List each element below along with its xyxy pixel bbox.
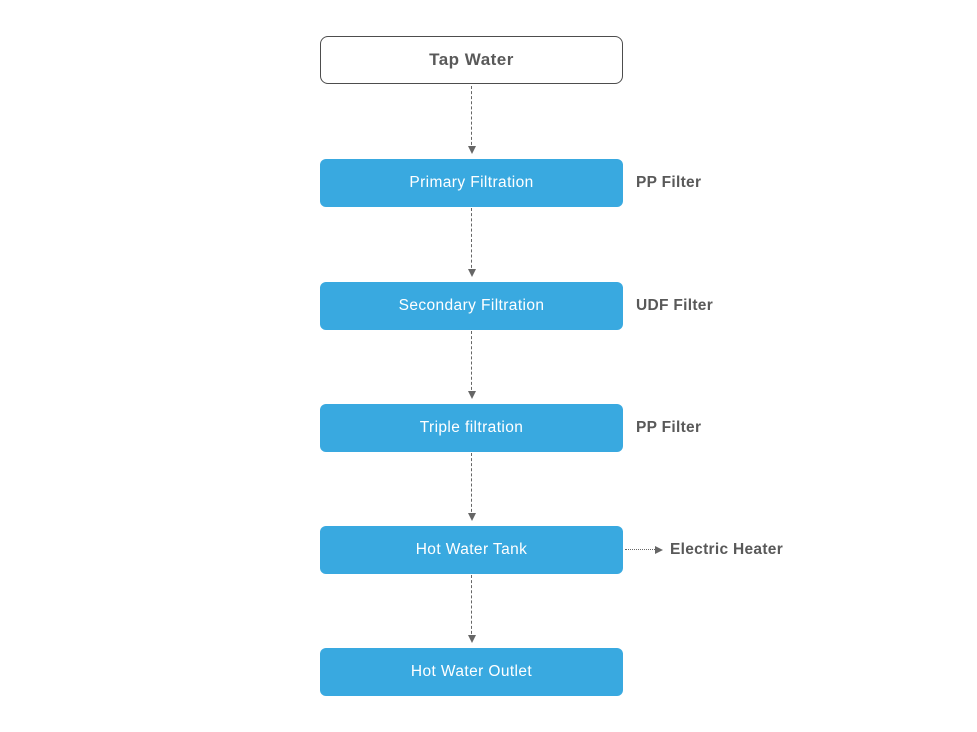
node-hot-water-tank: Hot Water Tank: [320, 526, 623, 574]
node-primary-filtration: Primary Filtration: [320, 159, 623, 207]
node-label: Triple filtration: [419, 419, 524, 436]
arrow-down-icon: [467, 146, 476, 158]
node-label: Hot Water Tank: [415, 541, 528, 558]
annotation-udf-filter: UDF Filter: [636, 297, 714, 314]
connector-tap-to-primary: [467, 86, 476, 154]
arrow-down-icon: [467, 269, 476, 281]
connector-triple-to-tank: [467, 453, 476, 521]
annotation-electric-heater: Electric Heater: [670, 541, 784, 558]
node-secondary-filtration: Secondary Filtration: [320, 282, 623, 330]
connector-primary-to-secondary: [467, 208, 476, 277]
node-label: Tap Water: [429, 50, 514, 69]
connector-tank-to-outlet: [467, 575, 476, 643]
arrow-right-icon: [655, 545, 667, 554]
node-label: Primary Filtration: [409, 174, 534, 191]
connector-secondary-to-triple: [467, 331, 476, 399]
node-tap-water: Tap Water: [320, 36, 623, 84]
connector-tank-to-heater: [625, 545, 663, 554]
arrow-down-icon: [467, 635, 476, 647]
annotation-pp-filter-triple: PP Filter: [636, 419, 702, 436]
arrow-down-icon: [467, 391, 476, 403]
node-label: Hot Water Outlet: [410, 663, 533, 680]
arrow-down-icon: [467, 513, 476, 525]
node-label: Secondary Filtration: [398, 297, 545, 314]
annotation-pp-filter-primary: PP Filter: [636, 174, 702, 191]
node-hot-water-outlet: Hot Water Outlet: [320, 648, 623, 696]
node-triple-filtration: Triple filtration: [320, 404, 623, 452]
